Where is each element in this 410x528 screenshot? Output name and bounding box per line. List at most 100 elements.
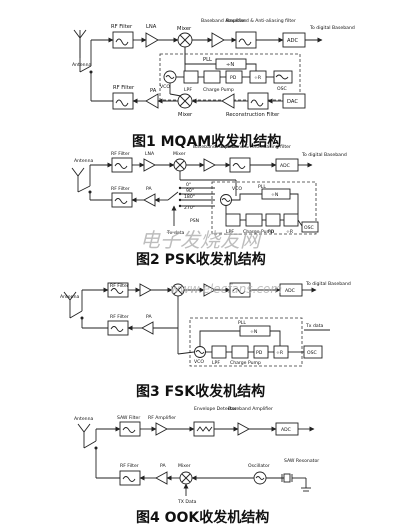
fig1-lpf-label: LPF (184, 87, 192, 93)
fig4-pa-triangle (155, 471, 168, 485)
fig2-rx-mixer-label: Mixer (173, 151, 186, 157)
fig1-pa-label: PA (150, 88, 157, 94)
fig3-baseband-amp (203, 283, 216, 297)
fig2-aa-filter-box (229, 157, 251, 173)
fig1-baseband-amp-label: Baseband Amplifier (201, 18, 246, 24)
fig2-tx-rf-filter-label: RF Filter (111, 186, 130, 192)
fig3-div-r-label: ÷R (276, 350, 284, 356)
fig4-oscillator-label: Oscillator (248, 463, 270, 469)
fig2-antenna-label: Antenna (74, 158, 94, 164)
fig1-osc-label: OSC (277, 86, 287, 92)
fig4-baseband-amp-label: Baseband Amplifier (228, 406, 273, 412)
fig2-psk-diagram: Antenna RF Filter LNA Mixer Baseband Amp… (71, 144, 347, 236)
fig1-charge-pump-box (203, 70, 221, 84)
fig1-aa-filter-box (235, 31, 257, 49)
fig2-phase-0: 0° (186, 182, 191, 188)
fig4-tx-rf-filter-box (119, 470, 141, 486)
fig3-lna-triangle (139, 283, 152, 297)
fig4-antenna-icon (77, 423, 91, 448)
fig1-pa-triangle (145, 93, 159, 109)
fig1-pd-label: PD (230, 75, 237, 81)
watermark-cn: 电子发烧友网 (140, 228, 263, 252)
fig3-pd-label: PD (256, 350, 263, 356)
fig4-env-detector-label: Envelope Detector (194, 406, 237, 412)
watermark-url: www.elecfans.com (170, 282, 282, 296)
fig2-tx-rf-filter-box (111, 192, 133, 208)
fig3-charge-pump-box (231, 345, 249, 359)
fig1-div-r-label: ÷R (254, 75, 262, 81)
fig3-to-baseband-label: To digital Baseband (305, 281, 351, 287)
fig3-antenna-icon (63, 291, 77, 318)
fig1-rx-rf-filter-box (112, 31, 134, 49)
fig2-pa-triangle (143, 193, 156, 207)
fig3-osc-label: OSC (307, 350, 317, 356)
fig2-psn-label: PSN (190, 218, 199, 224)
fig2-to-baseband-label: To digital Baseband (301, 152, 347, 158)
fig3-pll-region (189, 317, 303, 367)
fig2-pll-label: PLL (258, 184, 266, 190)
fig1-charge-pump-label: Charge Pump (203, 87, 234, 93)
fig1-baseband-amp (211, 32, 225, 48)
fig1-recon-amp (221, 93, 235, 109)
fig2-psn-switch (167, 186, 215, 208)
fig3-charge-pump-label: Charge Pump (230, 360, 261, 366)
fig3-antenna-label: Antenna (60, 294, 80, 300)
fig2-phase-180: 180° (184, 194, 195, 200)
fig4-ook-diagram: Antenna SAW Filter RF Amplifier Envelope… (74, 406, 319, 505)
fig1-dac-label: DAC (287, 99, 298, 105)
fig1-osc-box (273, 70, 293, 84)
fig1-vco-label: VCO (160, 84, 170, 90)
fig1-lpf-box (183, 70, 199, 84)
fig3-tx-data-label: Tx data (305, 323, 324, 329)
fig3-tx-rf-filter-label: RF Filter (110, 314, 129, 320)
fig1-recon-filter-label: Reconstruction Filter (226, 112, 280, 118)
fig1-dac-box (282, 93, 306, 109)
fig2-rx-rf-filter-box (111, 157, 133, 173)
fig4-tx-data-label: TX Data (177, 499, 197, 505)
fig4-adc-label: ADC (281, 427, 291, 433)
fig1-mqam-diagram: Antenna RF Filter LNA Mixer Baseband Amp… (72, 18, 355, 118)
fig1-rx-rf-filter-label: RF Filter (111, 24, 133, 30)
fig2-vco-label: VCO (232, 186, 242, 192)
fig2-phase-90: 90° (186, 188, 194, 194)
fig2-osc-box (301, 221, 319, 233)
fig3-fsk-diagram: Antenna RF Filter ADC To digital Baseban… (60, 281, 351, 367)
fig3-caption: 图3 FSK收发机结构 (136, 383, 265, 400)
fig2-rx-rf-filter-label: RF Filter (111, 151, 130, 157)
fig3-pa-label: PA (146, 314, 152, 320)
fig2-caption: 图2 PSK收发机结构 (136, 251, 266, 268)
fig2-aa-filter-label: Baseband & Anti-aliasing filter (221, 144, 291, 150)
fig4-saw-resonator (283, 473, 291, 483)
fig1-lna-label: LNA (146, 24, 157, 30)
fig2-pd-box (265, 213, 281, 227)
fig3-lpf-label: LPF (212, 360, 220, 366)
fig2-baseband-amp-label: Baseband Amplifier (193, 144, 238, 150)
fig4-rf-amp-label: RF Amplifier (148, 415, 176, 421)
fig2-lna-triangle (143, 158, 156, 172)
fig2-baseband-amp (203, 158, 216, 172)
fig4-mixer-label: Mixer (178, 463, 191, 469)
fig2-tx-data-label: Tx data (166, 230, 185, 236)
fig1-rx-mixer-label: Mixer (177, 26, 192, 32)
fig1-antenna-label: Antenna (72, 62, 92, 68)
fig3-rx-rf-filter-label: RF Filter (110, 283, 129, 289)
fig4-tx-rf-filter-label: RF Filter (120, 463, 139, 469)
fig1-tx-mixer-label: Mixer (178, 112, 193, 118)
fig4-saw-filter-box (119, 421, 141, 437)
fig1-adc-label: ADC (287, 38, 299, 44)
fig2-charge-pump-box (245, 213, 263, 227)
fig1-lna-triangle (145, 32, 159, 48)
fig3-pll-label: PLL (238, 320, 246, 326)
fig2-div-n-label: ÷N (271, 192, 278, 198)
fig2-adc-label: ADC (280, 163, 290, 169)
fig2-antenna-icon (71, 167, 85, 192)
fig4-pa-label: PA (160, 463, 166, 469)
fig4-caption: 图4 OOK收发机结构 (136, 509, 269, 526)
fig2-phase-270: 270° (184, 205, 195, 211)
fig3-tx-rf-filter-box (107, 320, 129, 336)
fig1-aa-filter-label: Baseband & Anti-aliasing filter (226, 18, 296, 24)
fig1-pll-label: PLL (203, 57, 212, 63)
fig4-saw-resonator-label: SAW Resonator (284, 458, 319, 464)
